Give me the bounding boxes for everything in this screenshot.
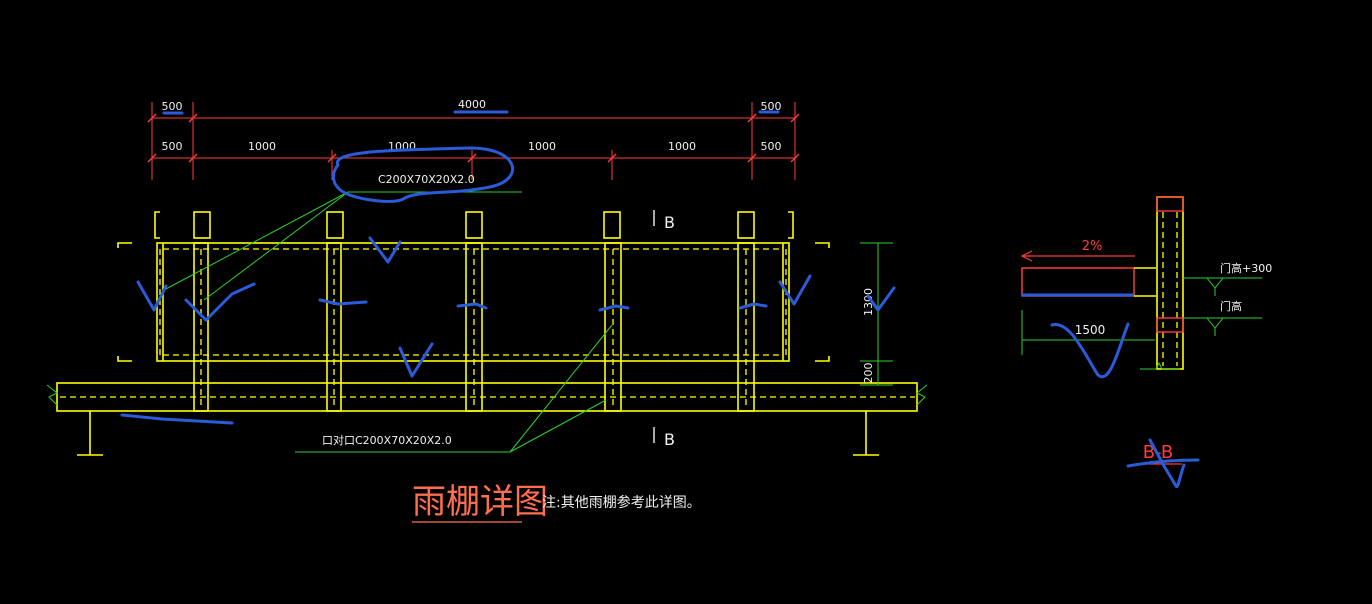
section-marks: B B [653, 210, 675, 449]
hand-annotations [120, 110, 1200, 489]
dim-bottom-3: 1000 [528, 140, 556, 153]
drawing-title: 雨棚详图 注:其他雨棚参考此详图。 [412, 482, 701, 523]
dim-top-right: 500 [761, 100, 782, 113]
member-label-top: C200X70X20X2.0 [378, 173, 475, 186]
title-note: 注:其他雨棚参考此详图。 [542, 494, 701, 511]
section-width-dim: 1500 [1075, 323, 1106, 337]
section-mark-bottom: B [664, 430, 675, 449]
dim-bottom-4: 1000 [668, 140, 696, 153]
section-mark-top: B [664, 213, 675, 232]
dim-bottom-5: 500 [761, 140, 782, 153]
dim-vertical-upper: 1300 [862, 288, 875, 316]
level-upper: 门高+300 [1220, 261, 1272, 275]
dim-top-left: 500 [162, 100, 183, 113]
level-lower: 门高 [1220, 299, 1242, 313]
dim-top-total: 4000 [458, 98, 486, 111]
dim-bottom-0: 500 [162, 140, 183, 153]
section-slope: 2% [1082, 239, 1103, 254]
member-label-bottom: 口对口C200X70X20X2.0 [322, 433, 452, 447]
dim-vertical-lower: 200 [862, 363, 875, 384]
dimension-vertical: 1300 200 [860, 242, 893, 386]
member-leaders: C200X70X20X2.0 口对口C200X70X20X2.0 [163, 173, 613, 453]
title-text: 雨棚详图 [412, 482, 548, 522]
section-bb: 2% 门高+300 门高 1500 B-B [1020, 196, 1272, 465]
dim-bottom-1: 1000 [248, 140, 276, 153]
dimension-chain-top: 500 4000 500 500 1000 1000 1000 1000 500 [147, 98, 800, 180]
